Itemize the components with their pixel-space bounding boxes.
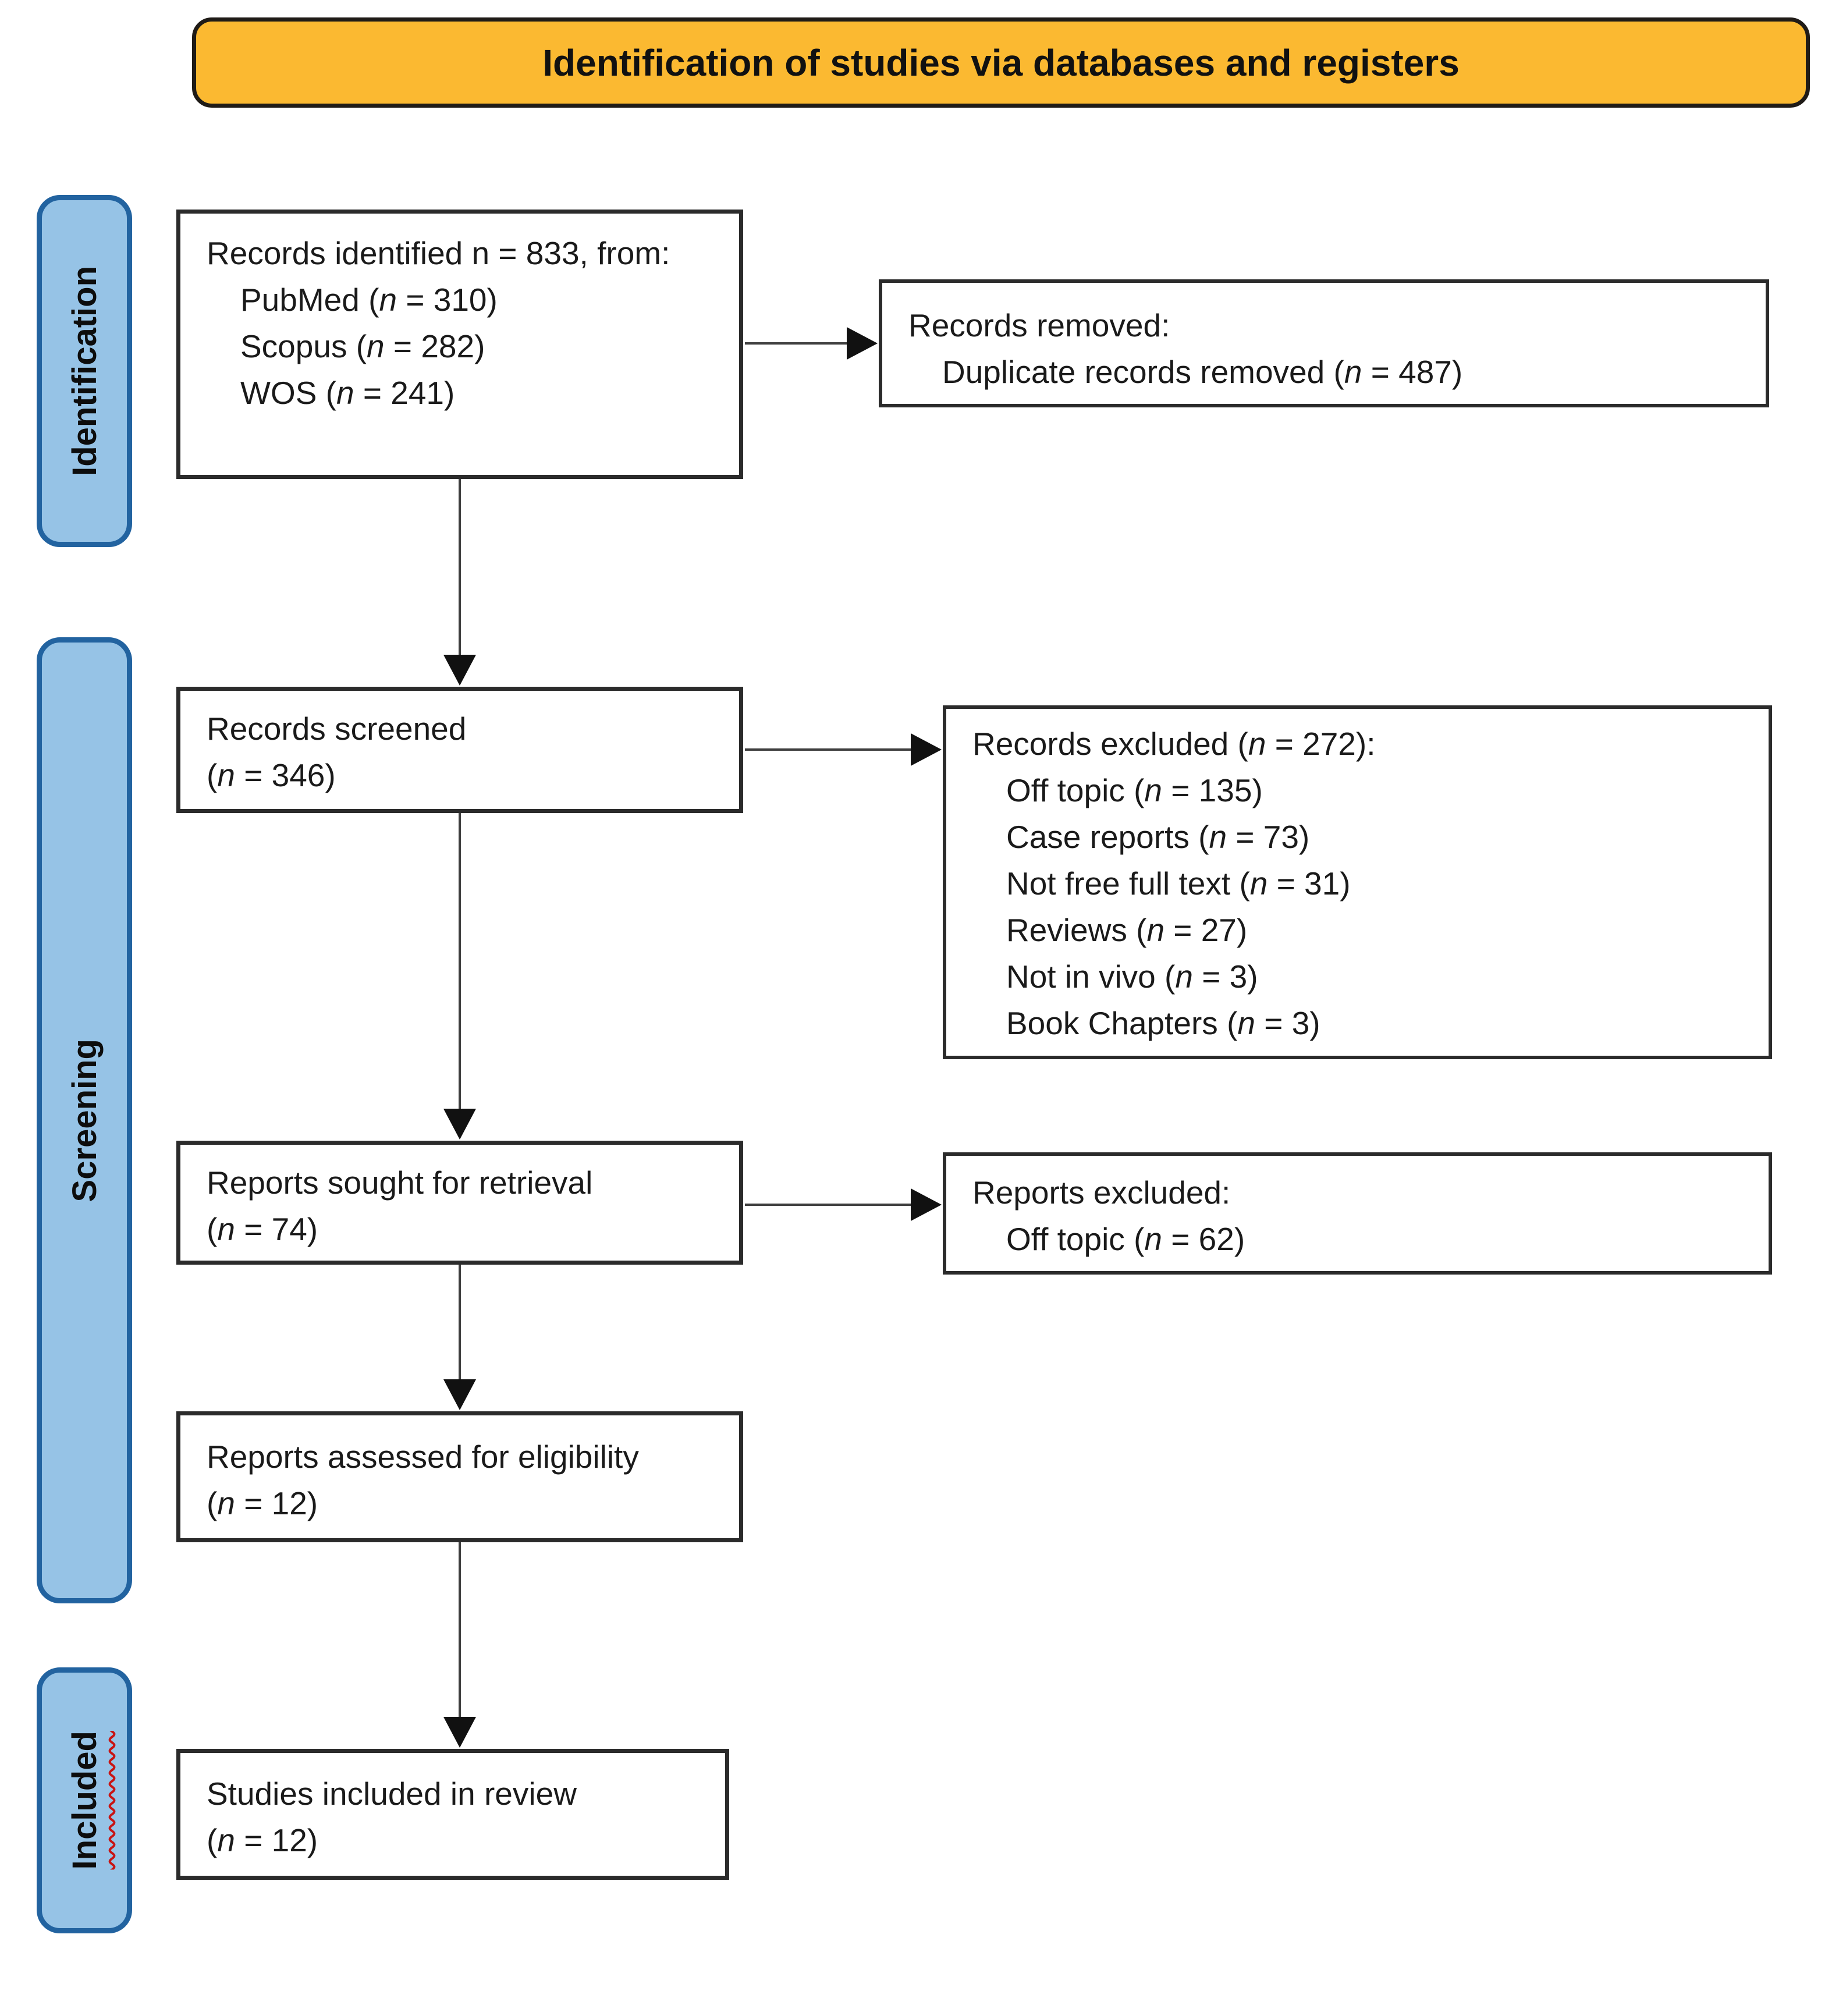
- arrow-head-right: [911, 1188, 942, 1221]
- box-line: Reports excluded:: [972, 1174, 1231, 1211]
- box-line: Not in vivo (n = 3): [1006, 959, 1258, 995]
- box-line: PubMed (n = 310): [240, 282, 498, 318]
- box-line: Book Chapters (n = 3): [1006, 1005, 1320, 1041]
- box-line: (n = 74): [207, 1211, 318, 1247]
- box-line: WOS (n = 241): [240, 375, 455, 411]
- box-line: Records excluded (n = 272):: [972, 726, 1376, 762]
- arrow-head-down: [443, 1379, 476, 1410]
- stage-tab-identification: Identification: [37, 195, 132, 547]
- box-line: Off topic (n = 135): [1006, 772, 1263, 808]
- box-line: Reports assessed for eligibility: [207, 1439, 639, 1475]
- box-line: Not free full text (n = 31): [1006, 865, 1351, 901]
- stage-tab-label: Identification: [65, 266, 104, 476]
- stage-tab-screening: Screening: [37, 637, 132, 1603]
- box-line: Records removed:: [908, 307, 1170, 343]
- box-records-removed: Records removed: Duplicate records remove…: [879, 279, 1769, 407]
- arrow-head-down: [443, 1109, 476, 1140]
- box-line: Off topic (n = 62): [1006, 1221, 1245, 1257]
- box-reports-excluded: Reports excluded: Off topic (n = 62): [943, 1152, 1772, 1275]
- box-line: (n = 346): [207, 757, 336, 793]
- stage-tab-included: Included: [37, 1667, 132, 1933]
- box-line: Reports sought for retrieval: [207, 1165, 593, 1201]
- box-line: Scopus (n = 282): [240, 328, 485, 364]
- box-records-identified: Records identified n = 833, from: PubMed …: [176, 210, 743, 479]
- box-line: Studies included in review: [207, 1776, 577, 1812]
- title-text: Identification of studies via databases …: [542, 41, 1460, 84]
- box-line: Records identified n = 833, from:: [207, 235, 670, 271]
- box-studies-included: Studies included in review (n = 12): [176, 1749, 729, 1880]
- title-banner: Identification of studies via databases …: [192, 17, 1810, 108]
- stage-tab-label: Screening: [65, 1038, 104, 1202]
- box-line: Records screened: [207, 711, 467, 747]
- box-line: Reviews (n = 27): [1006, 912, 1248, 948]
- arrow-head-down: [443, 655, 476, 686]
- arrow-head-right: [911, 733, 942, 766]
- box-reports-assessed: Reports assessed for eligibility (n = 12): [176, 1411, 743, 1542]
- arrow-head-right: [847, 327, 878, 360]
- arrow-head-down: [443, 1717, 476, 1748]
- box-reports-sought: Reports sought for retrieval (n = 74): [176, 1141, 743, 1265]
- stage-tab-label: Included: [65, 1731, 104, 1870]
- box-line: Case reports (n = 73): [1006, 819, 1310, 855]
- box-line: (n = 12): [207, 1822, 318, 1858]
- box-records-screened: Records screened (n = 346): [176, 687, 743, 813]
- box-line: (n = 12): [207, 1485, 318, 1521]
- box-records-excluded: Records excluded (n = 272): Off topic (n …: [943, 705, 1772, 1059]
- box-line: Duplicate records removed (n = 487): [942, 354, 1463, 390]
